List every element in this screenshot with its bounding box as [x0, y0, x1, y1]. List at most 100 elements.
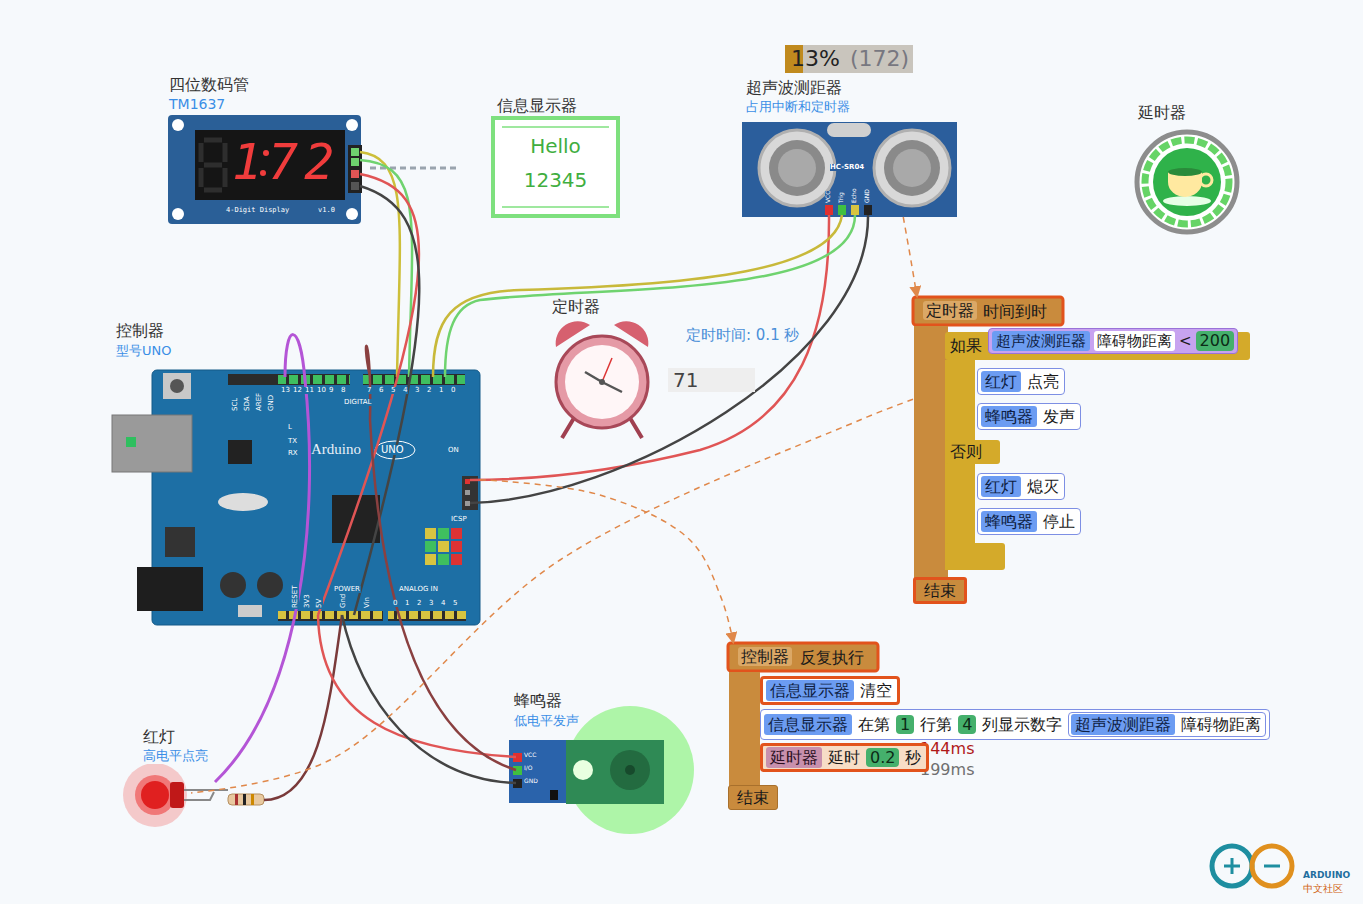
pin-number: 10	[316, 387, 327, 394]
board-print: v1.0	[318, 207, 335, 214]
pin-number: 1	[404, 600, 410, 607]
ultrasonic-board	[851, 205, 859, 215]
code-block-frame	[945, 440, 1000, 464]
pin-number: 6	[378, 387, 384, 394]
brand-print: Arduino	[311, 442, 361, 457]
buzzer-board	[625, 765, 635, 775]
arduino-board	[170, 379, 184, 393]
four-digit-display: 四位数码管TM1637172	[168, 115, 361, 224]
block-component: 红灯	[981, 476, 1021, 497]
timer-count: 71	[668, 368, 755, 392]
statement-block: 信息显示器清空	[760, 676, 900, 705]
ultrasonic-board	[838, 205, 846, 215]
block-keyword: 如果	[950, 336, 982, 355]
pin-label: SDA	[244, 396, 251, 413]
pin-number: 12	[292, 387, 303, 394]
arduino-board	[228, 374, 278, 385]
info-display-screen	[493, 118, 618, 216]
arduino-board	[363, 374, 465, 385]
pin-number: 0	[392, 600, 398, 607]
arduino-board	[126, 437, 136, 447]
info-display-screen	[493, 118, 618, 216]
arduino-board	[438, 554, 449, 565]
board-print: L	[287, 424, 293, 431]
pin-number: 7	[366, 387, 372, 394]
buzzer-board	[573, 760, 593, 780]
watermark-logo	[1224, 858, 1280, 874]
block-action: 熄灭	[1025, 476, 1061, 497]
dashed-connector	[480, 480, 733, 643]
block-number: 1	[900, 715, 910, 734]
block-action: 行第	[918, 714, 954, 735]
pin-label: SCL	[232, 397, 239, 412]
model-name: 型号UNO	[115, 343, 172, 359]
delay-icon	[1145, 140, 1229, 224]
statement-block: 蜂鸣器发声	[977, 403, 1081, 430]
four-digit-display-board	[346, 208, 358, 220]
part-name: 控制器	[115, 321, 165, 340]
pin-label: Trig	[838, 192, 844, 203]
display-digits: 172	[232, 137, 340, 187]
arduino-board	[112, 415, 192, 472]
ultrasonic-board	[874, 130, 950, 206]
pin-label: GND	[268, 394, 275, 412]
arduino-board	[163, 373, 191, 399]
pin-label: Gnd	[340, 593, 347, 609]
watermark: ARDUINO	[1303, 871, 1350, 880]
wire	[470, 215, 868, 503]
progress-bar	[785, 45, 913, 73]
block-component: 蜂鸣器	[981, 511, 1037, 532]
watermark-logo	[1212, 846, 1292, 886]
arduino-board	[220, 572, 246, 598]
block-action: 发声	[1041, 406, 1077, 427]
block-keyword: 定时器	[923, 301, 977, 320]
info-display: 信息显示器Hello12345	[493, 118, 618, 216]
resistor-symbol	[228, 794, 264, 805]
block-end: 结束	[913, 577, 967, 604]
four-digit-display-board	[351, 158, 359, 166]
condition-block: 200超声波测距器障碍物距离<	[988, 328, 1238, 354]
block-number: 200	[1200, 331, 1231, 350]
arduino-board	[332, 495, 380, 543]
pin-label: Vin	[364, 596, 371, 609]
four-digit-display-board	[201, 140, 225, 190]
delay-icon	[1137, 132, 1237, 232]
part-note: 高电平点亮	[142, 748, 209, 764]
resistor-symbol	[228, 794, 264, 805]
block-component: 超声波测距器	[992, 331, 1090, 351]
red-led: 红灯高电平点亮	[125, 765, 191, 827]
pin-label: VCC	[524, 752, 536, 758]
arduino-board	[438, 528, 449, 539]
delay-icon	[1163, 196, 1211, 206]
number-block: 200	[1196, 331, 1235, 350]
code-block-frame	[913, 297, 1063, 325]
wire	[318, 174, 419, 615]
pin-number: 11	[304, 387, 315, 394]
code-block-frame	[729, 672, 760, 788]
wire	[470, 215, 829, 480]
block-component: 超声波测距器	[1071, 714, 1175, 735]
code-block-frame	[728, 643, 878, 671]
code-block-frame	[914, 326, 948, 578]
watermark: 中文社区	[1303, 883, 1343, 894]
board-print: ICSP	[450, 516, 468, 523]
model-name: TM1637	[168, 96, 226, 113]
pin-number: 3	[414, 387, 420, 394]
number-block: 0.2	[866, 748, 899, 767]
arduino-board	[425, 554, 436, 565]
ultrasonic-board	[825, 205, 833, 215]
resistor-symbol	[251, 794, 254, 805]
block-end: 结束	[728, 785, 778, 810]
if-else-block: 200超声波测距器障碍物距离<红灯点亮蜂鸣器发声红灯熄灭蜂鸣器停止如果否则	[945, 332, 1250, 570]
board-print: RX	[287, 450, 299, 457]
pin-number: 9	[328, 387, 334, 394]
block-number: 4	[962, 715, 972, 734]
block-action: 在第	[856, 714, 892, 735]
number-block: 1	[896, 715, 914, 734]
arduino-board	[363, 374, 465, 385]
arduino-board	[451, 554, 462, 565]
delay-icon	[1153, 148, 1221, 216]
arduino-uno-board: 控制器型号UNO	[152, 370, 480, 625]
